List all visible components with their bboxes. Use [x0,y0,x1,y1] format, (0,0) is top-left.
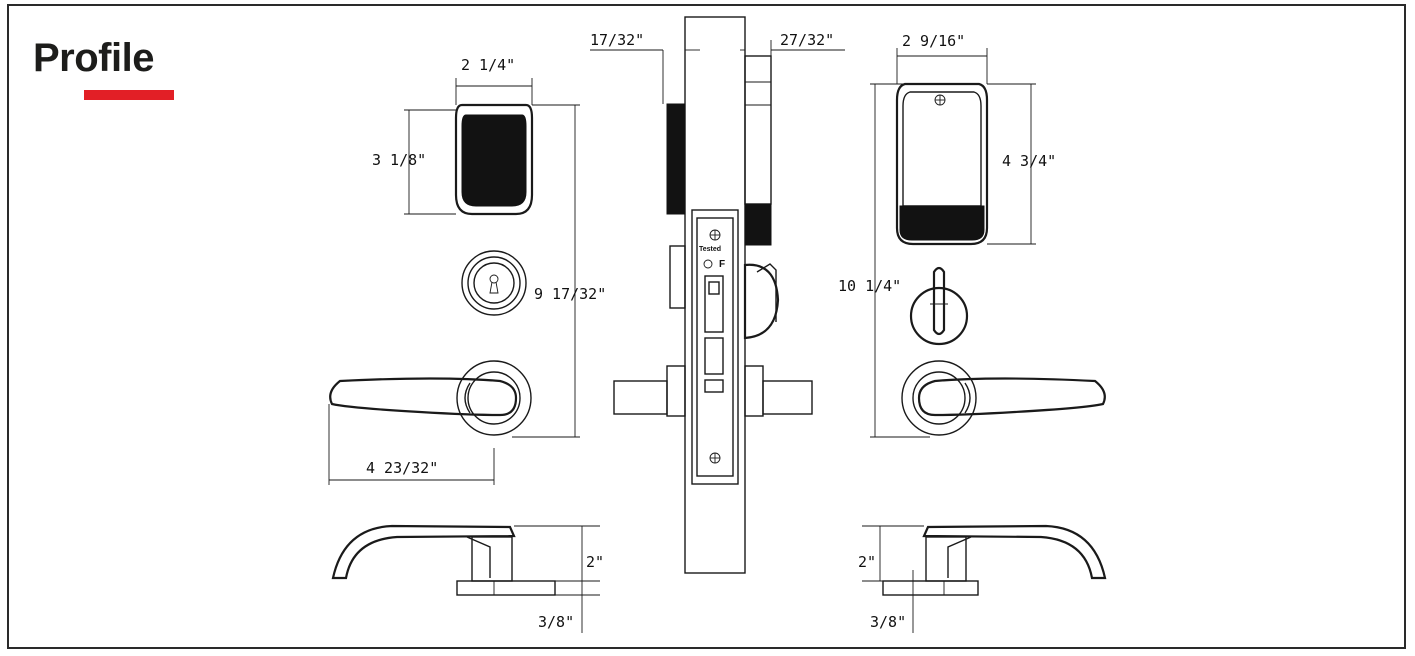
lever-side-left [331,524,556,596]
dim-overall-height-left: 9 17/32" [534,285,606,303]
page-title: Profile [33,36,154,80]
dim-front-width: 2 1/4" [461,56,515,74]
lever-dimension-lines-right [862,525,924,633]
dim-rose-thickness-left: 3/8" [538,613,574,631]
diagram-frame [7,4,1406,649]
mortise-tested-label: Tested [699,246,721,253]
dim-lever-length: 4 23/32" [366,459,438,477]
side-dimension-lines [590,40,845,56]
side-view [613,16,813,574]
dim-overall-height-right: 10 1/4" [838,277,901,295]
dim-edge-right: 27/32" [780,31,834,49]
lever-dimension-lines-left [514,525,600,633]
mortise-fire-mark: F [719,259,725,270]
dim-rose-thickness-right: 3/8" [870,613,906,631]
lever-side-right [882,524,1107,596]
back-view [895,82,1106,436]
dim-front-height: 3 1/8" [372,151,426,169]
dim-edge-left: 17/32" [590,31,644,49]
dim-lever-height-left: 2" [586,553,604,571]
title-accent-bar [84,90,174,100]
dim-back-width: 2 9/16" [902,32,965,50]
dim-lever-height-right: 2" [858,553,876,571]
front-view [329,103,534,436]
dim-back-height: 4 3/4" [1002,152,1056,170]
front-dimension-lines [328,78,580,485]
back-dimension-lines [870,48,1036,438]
